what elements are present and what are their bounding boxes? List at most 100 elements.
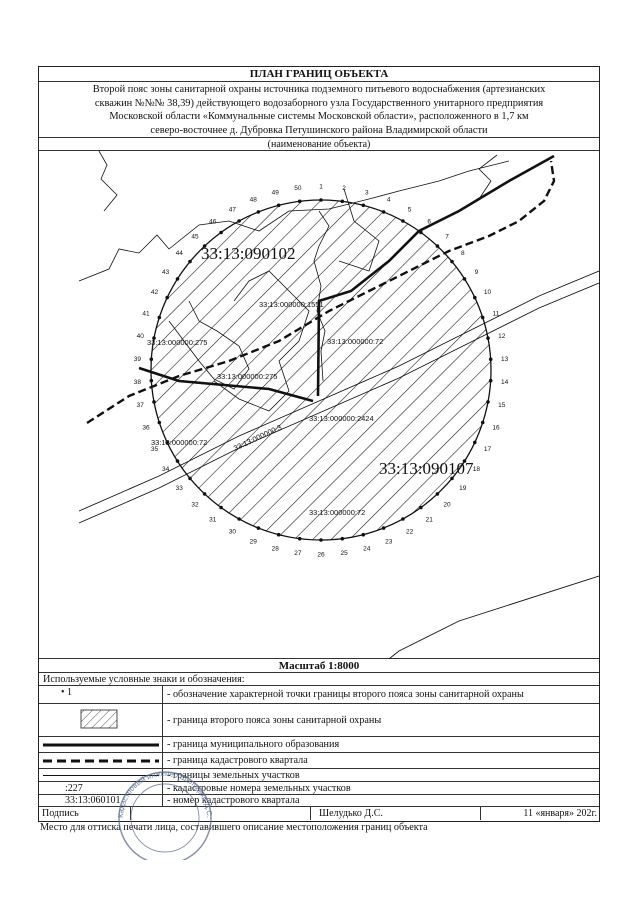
legend-symbol (39, 769, 163, 781)
legend-row: :227 - кадастровые номера земельных учас… (39, 782, 599, 795)
boundary-point (381, 526, 386, 530)
parcel-label: 33:13:000000:72 (151, 438, 207, 447)
description-line: Московской области «Коммунальные системы… (109, 111, 529, 122)
boundary-point (152, 400, 156, 404)
boundary-point (462, 277, 467, 281)
municipal-boundary (316, 154, 555, 397)
boundary-point (175, 459, 180, 463)
boundary-point (319, 198, 323, 202)
boundary-point (419, 505, 423, 510)
boundary-point-number: 46 (209, 219, 217, 226)
legend-title: Используемые условные знаки и обозначени… (39, 673, 599, 686)
boundary-point-number: 13 (501, 356, 509, 363)
boundary-point (319, 538, 323, 542)
boundary-point (175, 277, 180, 281)
boundary-point (381, 210, 386, 214)
legend-row: - граница кадастрового квартала (39, 753, 599, 769)
boundary-point-number: 34 (162, 466, 170, 473)
boundary-point-number: 22 (406, 529, 414, 536)
legend-text: - номер кадастрового квартала (167, 795, 300, 806)
seal-place-note: Место для оттиска печати лица, составивш… (40, 822, 428, 833)
boundary-point (486, 400, 490, 404)
terrain-line (478, 154, 498, 200)
boundary-point (219, 505, 223, 510)
description-line: северо-восточнее д. Дубровка Петушинског… (150, 124, 488, 136)
boundary-point-number: 49 (272, 189, 280, 196)
legend-row: - границы земельных участков (39, 769, 599, 782)
boundary-point (297, 199, 302, 204)
boundary-point (435, 244, 440, 248)
sanitary-zone-area (151, 200, 491, 540)
legend-symbol-text: • 1 (61, 687, 73, 698)
legend-text: - граница кадастрового квартала (167, 755, 308, 766)
boundary-point-number: 15 (498, 402, 506, 409)
parcel-boundary (168, 300, 250, 390)
boundary-point (157, 315, 162, 320)
parcel-label: 33:13:000000:72 (327, 337, 383, 346)
road-edge (388, 575, 599, 659)
boundary-point-number: 14 (501, 379, 509, 386)
terrain-line (78, 160, 510, 282)
municipal-boundary (138, 366, 314, 403)
boundary-point-number: 36 (142, 424, 150, 431)
boundary-point-number: 24 (363, 546, 371, 553)
boundary-point-number: 27 (294, 550, 302, 557)
boundary-point (202, 492, 207, 496)
boundary-point (237, 517, 241, 521)
boundary-point (361, 532, 366, 537)
boundary-point-number: 41 (142, 311, 150, 318)
boundary-point (488, 357, 493, 362)
boundary-point (219, 230, 223, 235)
boundary-point (340, 199, 345, 204)
boundary-point (149, 378, 154, 383)
boundary-point (486, 336, 490, 340)
boundary-point (473, 440, 477, 445)
boundary-point (361, 203, 366, 208)
boundary-point (237, 219, 241, 223)
boundary-point-number: 45 (191, 233, 199, 240)
boundary-point-number: 28 (272, 546, 280, 553)
thin-line-icon (43, 775, 159, 776)
boundary-point-number: 37 (137, 402, 145, 409)
legend-text: - граница муниципального образования (167, 739, 340, 750)
legend-text: - граница второго пояса зоны санитарной … (167, 715, 382, 726)
boundary-point (149, 357, 154, 362)
boundary-point-number: 25 (340, 550, 348, 557)
boundary-point-number: 33 (176, 485, 184, 492)
boundary-point-number: 21 (426, 516, 434, 523)
boundary-point (188, 259, 192, 264)
boundary-point-number: 44 (176, 250, 184, 257)
legend-row: - граница муниципального образования (39, 737, 599, 753)
legend-row: - граница второго пояса зоны санитарной … (39, 704, 599, 737)
signer-name: Шелудько Д.С. (311, 807, 481, 820)
road-edge (78, 282, 599, 524)
boundary-point (276, 532, 281, 537)
boundary-point-number: 20 (443, 502, 451, 509)
parcel-label: 33:13:000000:2424 (309, 414, 374, 423)
quarter-label: 33:13:090102 (201, 244, 295, 263)
boundary-point (340, 536, 345, 541)
boundary-point-number: 30 (229, 529, 237, 536)
object-name-caption: (наименование объекта) (39, 138, 599, 151)
boundary-point (202, 244, 207, 248)
parcel-boundary (313, 210, 330, 382)
legend-symbol (39, 704, 163, 736)
boundary-point (276, 203, 281, 208)
boundary-point (450, 476, 454, 481)
boundary-point (462, 459, 467, 463)
road-edge (78, 270, 599, 512)
boundary-point-number: 2 (342, 185, 346, 192)
boundary-point (165, 295, 169, 300)
object-description: Второй пояс зоны санитарной охраны источ… (39, 82, 599, 138)
parcel-label: 33:13:000000:1551 (259, 300, 324, 309)
boundary-point-number: 29 (250, 539, 258, 546)
boundary-point-number: 6 (427, 219, 431, 226)
description-line: скважин №№№ 38,39) действующего водозабо… (94, 97, 544, 109)
boundary-point (152, 336, 156, 340)
boundary-point (488, 378, 493, 383)
legend-symbol (39, 753, 163, 768)
boundary-point (188, 476, 192, 481)
boundary-point-number: 17 (484, 446, 492, 453)
legend-symbol: 33:13:060101 (39, 795, 163, 806)
